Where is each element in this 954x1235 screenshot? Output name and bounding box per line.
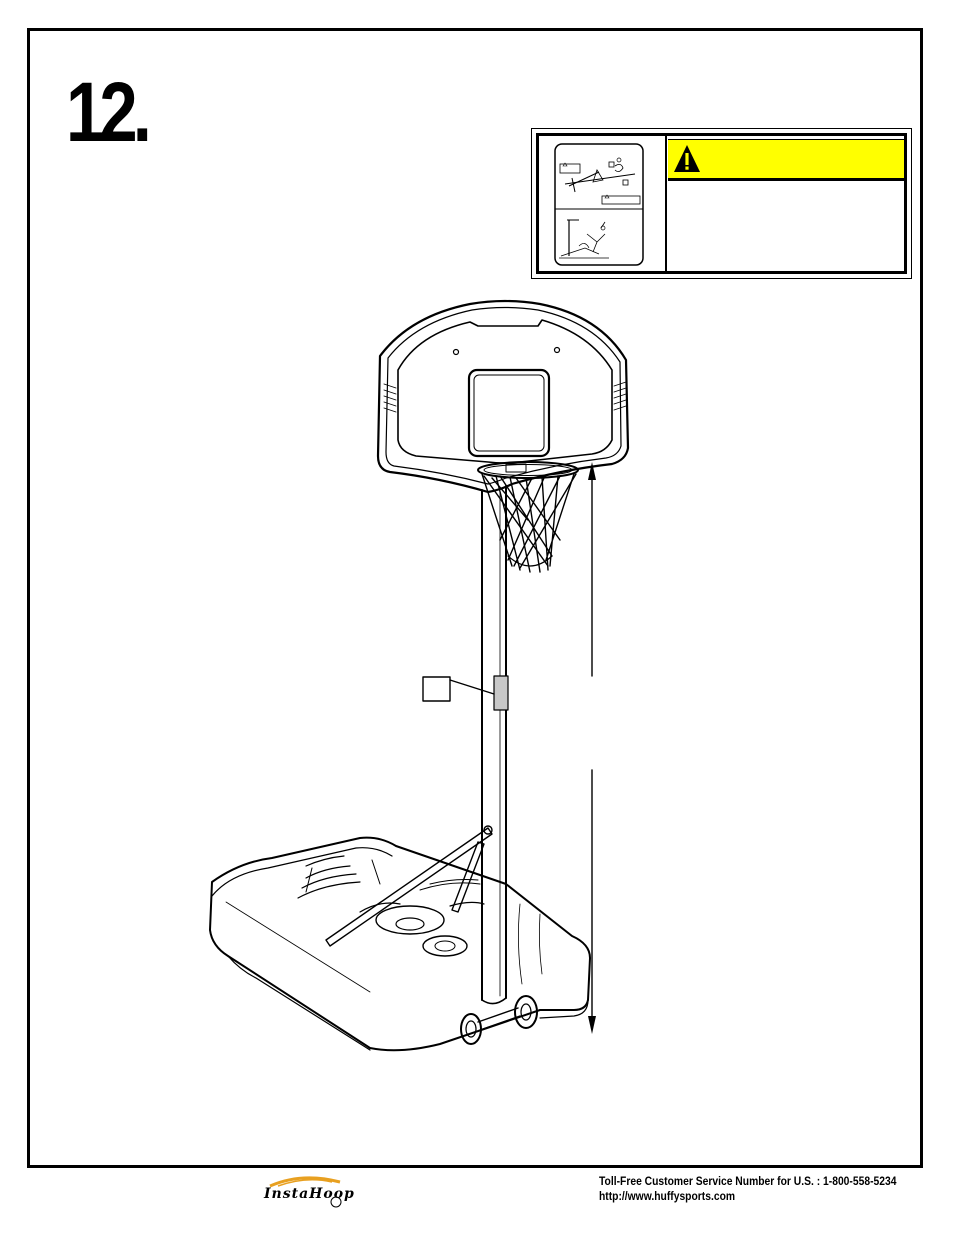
warning-triangle-icon: [674, 145, 700, 172]
page-frame: [27, 28, 923, 1168]
website-url[interactable]: http://www.huffysports.com: [599, 1189, 736, 1203]
warning-pictogram: [554, 143, 644, 266]
instahoop-logo: InstaHoop: [262, 1174, 358, 1208]
brand-name: InstaHoop: [264, 1186, 355, 1202]
warning-label-inner: [536, 133, 907, 274]
warning-banner: [668, 139, 904, 181]
warning-divider: [665, 136, 667, 271]
logo-swoosh-icon: [269, 1176, 342, 1208]
warning-label-box: [531, 128, 912, 279]
customer-service-phone: Toll-Free Customer Service Number for U.…: [599, 1174, 897, 1188]
step-number: 12.: [66, 65, 152, 159]
